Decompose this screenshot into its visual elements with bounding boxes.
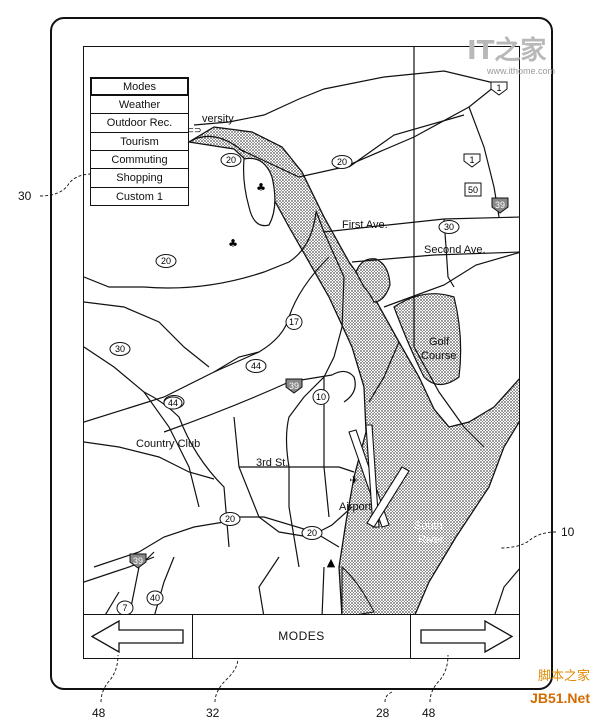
route-shield: 39 (285, 378, 303, 394)
svg-text:20: 20 (226, 155, 236, 165)
arrow-right-icon (420, 619, 514, 654)
watermark-jb-brand: 脚本之家 (537, 668, 590, 683)
svg-text:39: 39 (133, 556, 143, 566)
menu-item-modes[interactable]: Modes (90, 76, 189, 97)
label-country-club: Country Club (136, 438, 200, 450)
modes-button[interactable]: MODES (278, 629, 325, 643)
route-shield: 17 (285, 314, 303, 330)
island (242, 157, 276, 227)
svg-text:40: 40 (150, 593, 160, 603)
map-canvas[interactable]: ✈ ♣ ♣ ▲ ⊂⊃ versity First Ave. Second Ave… (84, 47, 520, 616)
svg-text:39: 39 (495, 200, 505, 210)
river-branch (355, 258, 391, 303)
svg-text:20: 20 (307, 528, 317, 538)
map-screen[interactable]: ✈ ♣ ♣ ▲ ⊂⊃ versity First Ave. Second Ave… (83, 46, 520, 616)
airplane-icon: ✈ (349, 475, 358, 487)
back-button[interactable] (84, 615, 193, 658)
roads (84, 47, 519, 615)
river (187, 126, 519, 615)
callout-30: 30 (18, 189, 32, 203)
menu-item-weather[interactable]: Weather (90, 95, 189, 115)
menu-item-outdoor-rec[interactable]: Outdoor Rec. (90, 113, 189, 133)
watermark-it-url: www.ithome.com (487, 66, 556, 76)
svg-text:30: 30 (444, 222, 454, 232)
label-golf: Golf (429, 336, 450, 348)
label-first-ave: First Ave. (342, 219, 388, 231)
svg-text:44: 44 (168, 398, 178, 408)
route-shield: 20 (219, 512, 241, 526)
route-shield: 20 (155, 254, 177, 268)
route-shield: 1 (490, 81, 508, 96)
route-shields: 20 20 20 20 20 20 30 30 44 44 17 10 1 1 … (109, 81, 509, 615)
hiker-icon: ▲ (327, 556, 336, 569)
route-shield: 39 (491, 197, 509, 214)
label-airport: Airport (339, 501, 371, 513)
svg-text:1: 1 (469, 155, 474, 165)
route-shield: 44 (245, 359, 267, 373)
airport-runways (348, 424, 410, 528)
svg-text:20: 20 (225, 514, 235, 524)
route-shield: 44 (163, 396, 183, 410)
svg-text:7: 7 (122, 603, 127, 613)
svg-text:50: 50 (468, 185, 478, 195)
callout-32: 32 (206, 706, 220, 720)
route-shield: 50 (464, 182, 482, 197)
label-third-st: 3rd St. (256, 457, 288, 469)
route-shield: 40 (146, 590, 164, 606)
svg-text:39: 39 (289, 381, 299, 391)
forward-button[interactable] (410, 615, 519, 658)
label-university: versity (202, 113, 234, 125)
svg-text:1: 1 (496, 83, 501, 93)
callout-28: 28 (376, 706, 390, 720)
callout-48-left: 48 (92, 706, 106, 720)
svg-text:44: 44 (251, 361, 261, 371)
menu-item-shopping[interactable]: Shopping (90, 168, 189, 188)
svg-text:30: 30 (115, 344, 125, 354)
svg-text:10: 10 (316, 392, 326, 402)
svg-text:17: 17 (289, 317, 299, 327)
modes-menu: Modes Weather Outdoor Rec. Tourism Commu… (90, 76, 189, 207)
svg-text:20: 20 (337, 157, 347, 167)
callout-10: 10 (561, 525, 575, 539)
car-icon: ⊂⊃ (186, 126, 201, 136)
tree-icon: ♣ (228, 237, 238, 250)
river-lower-lobe (341, 565, 375, 615)
watermark-jb-url: JB51.Net (530, 690, 590, 706)
label-second-ave: Second Ave. (424, 244, 486, 256)
route-shield: 20 (331, 155, 353, 169)
menu-item-custom-1[interactable]: Custom 1 (90, 186, 189, 207)
watermark-it-logo: IT之家 (467, 36, 547, 66)
route-shield: 30 (438, 220, 460, 234)
callout-48-right: 48 (422, 706, 436, 720)
route-shield: 1 (463, 153, 481, 168)
route-shield: 20 (301, 526, 323, 540)
route-shield: 10 (312, 389, 330, 405)
menu-item-tourism[interactable]: Tourism (90, 131, 189, 152)
label-course: Course (421, 350, 456, 362)
label-river: River (418, 534, 444, 546)
label-south: South (414, 520, 443, 532)
route-shield: 7 (116, 600, 134, 615)
svg-text:20: 20 (161, 256, 171, 266)
route-shield: 30 (109, 342, 131, 356)
route-shield: 20 (220, 153, 242, 167)
bottom-bar: MODES (83, 614, 520, 659)
menu-item-commuting[interactable]: Commuting (90, 150, 189, 170)
tree-icon: ♣ (256, 181, 266, 194)
arrow-left-icon (90, 619, 184, 654)
golf-area (393, 293, 462, 386)
route-shield: 39 (129, 553, 147, 569)
